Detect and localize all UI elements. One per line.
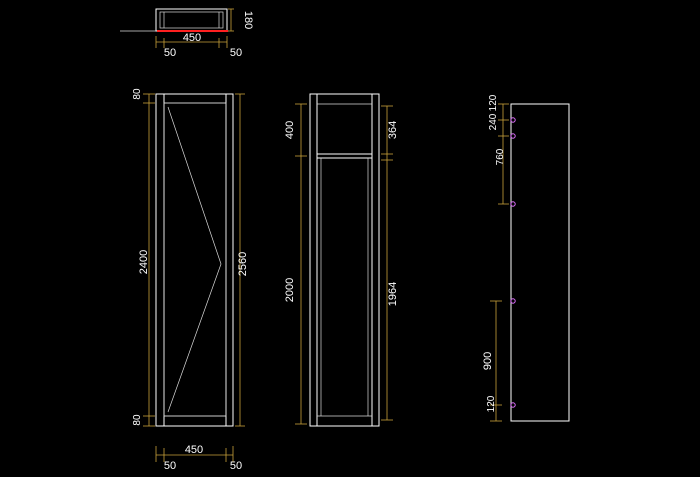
side-gap-1-label: 240 — [488, 113, 499, 130]
side-gap-2-label: 760 — [495, 148, 506, 165]
top-side-right-label: 50 — [230, 47, 242, 59]
top-view: 180 450 50 50 — [120, 8, 254, 59]
front-view: 80 2400 80 2560 450 50 50 — [132, 88, 249, 472]
section-outer-frame — [309, 93, 380, 427]
front-total-height-label: 2560 — [237, 252, 249, 276]
section-lower-inner-label: 1964 — [387, 282, 399, 306]
front-door-swing-mark — [167, 106, 222, 413]
front-door-panel — [163, 102, 227, 417]
front-width-label: 450 — [185, 444, 203, 456]
side-view: 120 240 760 900 120 — [482, 94, 570, 422]
section-upper-inner-label: 364 — [387, 121, 399, 139]
side-panel-outline — [510, 103, 570, 422]
front-side-right-label: 50 — [230, 460, 242, 472]
front-top-rail-label: 80 — [132, 88, 143, 100]
section-upper-label: 400 — [284, 121, 296, 139]
side-gap-3-label: 900 — [482, 352, 494, 370]
hinge-icon — [510, 133, 516, 139]
front-door-height-label: 2400 — [138, 250, 150, 274]
hinge-icon — [510, 298, 516, 304]
hinge-icon — [510, 117, 516, 123]
front-outer-frame — [155, 93, 234, 427]
hinge-icon — [510, 402, 516, 408]
front-bottom-rail-label: 80 — [132, 414, 143, 426]
top-depth-label: 180 — [242, 11, 254, 29]
side-bottom-offset-label: 120 — [486, 395, 497, 412]
top-view-inner — [159, 11, 224, 29]
hinge-icon — [510, 201, 516, 207]
section-view: 400 2000 364 1964 — [284, 93, 399, 427]
side-top-offset-label: 120 — [488, 94, 499, 111]
section-lower-label: 2000 — [284, 278, 296, 302]
front-side-left-label: 50 — [164, 460, 176, 472]
top-side-left-label: 50 — [164, 47, 176, 59]
top-width-label: 450 — [183, 32, 201, 44]
